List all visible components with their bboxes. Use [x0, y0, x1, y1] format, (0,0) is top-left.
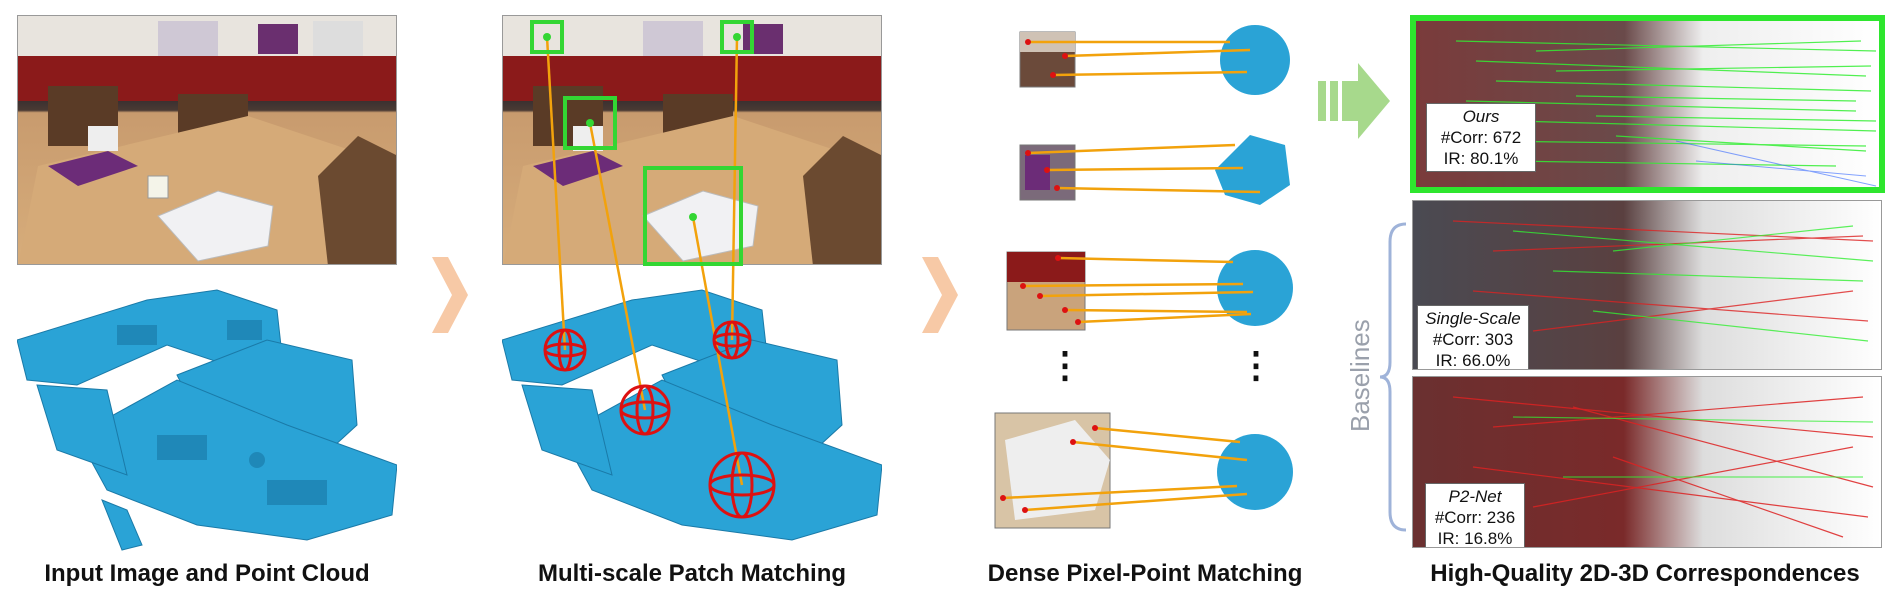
dense-matching-rows: [994, 25, 1293, 529]
input-image: [17, 15, 397, 265]
panel-ours: Ours #Corr: 672 IR: 80.1%: [1410, 15, 1885, 193]
single-corr-label: #Corr: 303: [1432, 330, 1514, 349]
single-stats-box: Single-Scale #Corr: 303 IR: 66.0%: [1417, 305, 1529, 370]
p2net-ir-label: IR: 16.8%: [1437, 529, 1513, 548]
ellipsis-right: ⋮: [1238, 344, 1274, 385]
dense-row-1: [1019, 25, 1290, 95]
patch-matching-overlay: [530, 20, 776, 519]
caption-correspondences: High-Quality 2D-3D Correspondences: [1430, 560, 1860, 587]
chevron-right-icon: [432, 257, 468, 333]
patch-image-scene: [503, 16, 881, 264]
ours-corr-label: #Corr: 672: [1440, 128, 1522, 147]
patch-box-medium: [563, 96, 617, 150]
ours-ir-label: IR: 80.1%: [1443, 149, 1519, 168]
ours-correspondence-lines: [1455, 40, 1877, 187]
caption-patch: Multi-scale Patch Matching: [537, 560, 847, 587]
p2net-corr-label: #Corr: 236: [1434, 508, 1516, 527]
panel-single-scale: Single-Scale #Corr: 303 IR: 66.0%: [1412, 200, 1882, 370]
input-point-cloud: [17, 289, 397, 551]
caption-input: Input Image and Point Cloud: [44, 560, 370, 587]
chevron-right-icon: [922, 257, 958, 333]
caption-dense: Dense Pixel-Point Matching: [987, 560, 1303, 587]
baselines-label: Baselines: [1345, 319, 1375, 432]
single-ir-label: IR: 66.0%: [1435, 351, 1511, 370]
p2net-stats-box: P2-Net #Corr: 236 IR: 16.8%: [1425, 483, 1525, 548]
arrow-right-icon: [1318, 63, 1390, 139]
single-method-label: Single-Scale: [1425, 309, 1521, 328]
patch-box-small-1: [530, 20, 564, 54]
ours-method-label: Ours: [1462, 107, 1500, 126]
ellipsis-left: ⋮: [1047, 344, 1083, 385]
patch-box-small-2: [720, 20, 754, 54]
ours-stats-box: Ours #Corr: 672 IR: 80.1%: [1426, 103, 1536, 172]
curly-brace-icon: [1379, 222, 1407, 532]
p2net-correspondence-lines: [1452, 396, 1874, 538]
dense-row-3: [1006, 250, 1293, 331]
panel-p2net: P2-Net #Corr: 236 IR: 16.8%: [1412, 376, 1882, 548]
dense-row-4: [994, 412, 1293, 529]
dense-row-2: [1019, 135, 1290, 205]
input-image-scene: [18, 16, 396, 264]
patch-box-large: [643, 166, 743, 266]
single-correspondence-lines: [1452, 220, 1874, 342]
p2net-method-label: P2-Net: [1448, 487, 1502, 506]
